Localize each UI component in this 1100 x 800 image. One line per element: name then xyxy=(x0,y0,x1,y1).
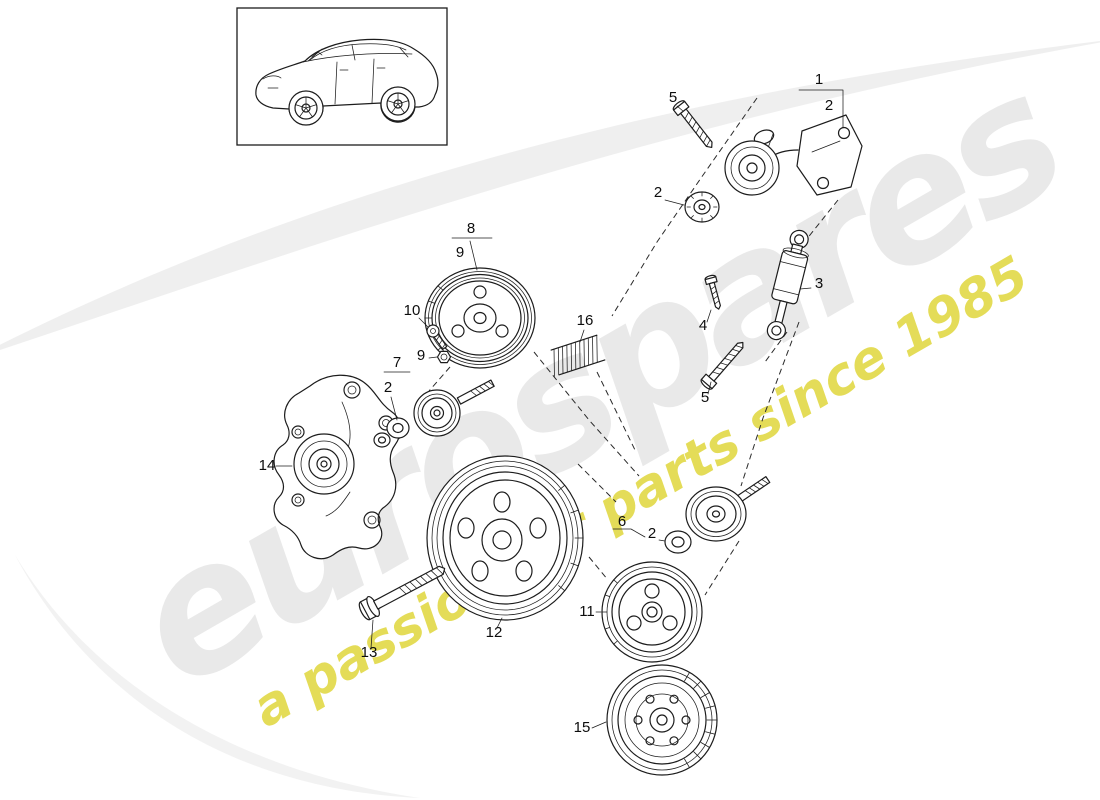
callout-5-top[interactable]: 5 xyxy=(669,89,677,106)
callout-6[interactable]: 6 xyxy=(618,513,626,530)
part-6-idler-pulley xyxy=(685,476,771,542)
part-10-bolt xyxy=(426,324,448,350)
part-5-bolt-top xyxy=(672,100,713,149)
part-4-bolt xyxy=(704,274,721,310)
part-13-bolt xyxy=(358,565,446,621)
car-wheel-front xyxy=(288,90,324,126)
callout-8[interactable]: 8 xyxy=(467,220,475,237)
callouts: 5 1 2 2 3 4 5 8 9 10 9 7 2 16 14 6 2 11 … xyxy=(259,71,834,736)
callout-9-nut[interactable]: 9 xyxy=(417,347,425,364)
callout-12[interactable]: 12 xyxy=(486,624,503,641)
part-2-idler-washer xyxy=(664,530,692,554)
callout-5-lower[interactable]: 5 xyxy=(701,389,709,406)
part-2-flange xyxy=(684,191,720,223)
part-9-nut xyxy=(436,350,452,364)
callout-10[interactable]: 10 xyxy=(404,302,421,319)
callout-3[interactable]: 3 xyxy=(815,275,823,292)
part-5-bolt-lower xyxy=(700,341,744,390)
part-2-washers xyxy=(373,417,410,448)
part-1-tensioner-assembly xyxy=(724,114,863,196)
part-14-bracket xyxy=(273,374,401,560)
callout-14[interactable]: 14 xyxy=(259,457,276,474)
part-3-damper xyxy=(766,229,809,341)
callout-2-assembly[interactable]: 2 xyxy=(825,97,833,114)
part-12-crankshaft-pulley xyxy=(426,455,584,621)
car-thumbnail xyxy=(236,7,448,146)
callout-13[interactable]: 13 xyxy=(361,644,378,661)
part-11-pulley xyxy=(601,561,703,663)
callout-2-washer[interactable]: 2 xyxy=(384,379,392,396)
part-8-water-pump-pulley xyxy=(424,267,536,369)
callout-4[interactable]: 4 xyxy=(699,317,707,334)
part-15-compressor-pulley xyxy=(606,664,718,776)
callout-15[interactable]: 15 xyxy=(574,719,591,736)
callout-16[interactable]: 16 xyxy=(577,312,594,329)
callout-2-idler[interactable]: 2 xyxy=(648,525,656,542)
callout-leader-lines xyxy=(275,89,844,729)
callout-7[interactable]: 7 xyxy=(393,354,401,371)
assembly-dashed-lines xyxy=(382,97,839,596)
callout-2-flange[interactable]: 2 xyxy=(654,184,662,201)
car-wheel-rear xyxy=(380,86,416,122)
callout-9-pulley[interactable]: 9 xyxy=(456,244,464,261)
callout-11[interactable]: 11 xyxy=(579,603,595,620)
car-thumbnail-box xyxy=(236,7,448,146)
watermark-swoosh-bottom xyxy=(15,555,420,798)
part-7-tensioner-pulley xyxy=(413,379,495,437)
watermark: eurospares a passion for parts since 198… xyxy=(0,37,1100,798)
car-illustration xyxy=(255,38,439,126)
callout-1[interactable]: 1 xyxy=(815,71,823,88)
part-16-spring xyxy=(550,334,606,377)
